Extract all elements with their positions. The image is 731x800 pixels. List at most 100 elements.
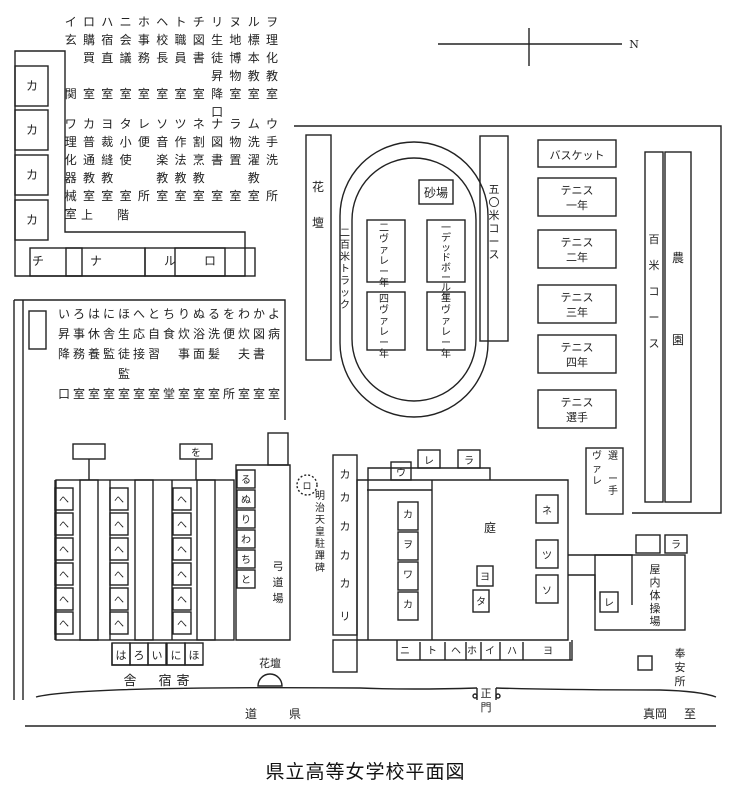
legend-char: ヨ <box>101 117 113 131</box>
label-char: 天 <box>315 515 325 526</box>
legend-char: 買 <box>83 51 95 65</box>
label-char: 米 <box>649 259 660 272</box>
fifty-course-box <box>479 135 509 342</box>
main-top-corridor <box>367 467 491 480</box>
label-char: 安 <box>675 660 686 674</box>
legend-char: ト <box>174 15 186 29</box>
dorm-east-label: ぬ <box>241 494 251 506</box>
main-room-label: ワ <box>403 570 413 581</box>
legend-char: 室 <box>248 86 260 101</box>
dorm-room-box <box>172 537 192 561</box>
dorm-room-box <box>172 611 192 635</box>
dorm-east-room <box>236 489 256 509</box>
dorm-room-label: へ <box>177 495 187 506</box>
farm-label: 農園 <box>672 251 684 347</box>
legend-char: と <box>148 307 160 321</box>
legend-char: 通 <box>83 153 95 167</box>
label-char: ー <box>441 338 451 349</box>
ta-label: タ <box>476 596 486 608</box>
vsel: ー手 <box>608 474 618 497</box>
label-char: 皇 <box>315 525 325 538</box>
label-char: 二 <box>379 223 389 234</box>
dorm-corridor <box>79 479 99 641</box>
legend-char: ロ <box>83 15 95 29</box>
housing-box <box>637 655 653 671</box>
dorm-front-wall <box>111 643 203 666</box>
legend-char: ち <box>163 307 175 321</box>
round-flower-bed <box>257 673 283 687</box>
label-char: 二 <box>340 228 350 239</box>
label-char: ド <box>441 253 451 264</box>
flower-bed-box <box>305 134 332 361</box>
classroom-label: カ <box>26 168 38 182</box>
label-char: ー <box>379 267 389 278</box>
dorm-room-box <box>54 537 74 561</box>
dorm-east-label: ち <box>241 554 251 566</box>
label-char: 体 <box>650 588 661 602</box>
vsel: ァレ <box>592 464 602 487</box>
dorm-room-box <box>109 512 129 536</box>
legend-char: 室 <box>266 86 278 101</box>
legend-char: 洗 <box>208 327 220 341</box>
vsel: ヴ <box>592 449 602 462</box>
legend-char: ソ <box>156 117 168 131</box>
tennis-court-box <box>537 177 617 217</box>
label-char: レ <box>592 476 602 487</box>
legend-char: 洗 <box>266 153 278 167</box>
dorm-room-label: へ <box>177 570 187 581</box>
legend-char: 所 <box>138 189 150 203</box>
room-labels: 上 階Nカカカカチナルロ花壇二百米トラック五〇米コース砂場二ヴァレー年一デッドボ… <box>26 38 696 721</box>
tennis-label: 一年 <box>566 198 588 212</box>
legend-char: を <box>223 307 235 321</box>
tennis-label: テニス <box>561 236 594 249</box>
classroom-box <box>14 199 49 241</box>
label-char: ボ <box>441 262 451 274</box>
label-char: 手 <box>608 484 618 497</box>
legend-char: 室 <box>88 386 100 401</box>
main-front-label: ヘ <box>451 646 461 657</box>
dorm-room-box <box>109 611 129 635</box>
legend-char: 室 <box>120 188 132 203</box>
legend-char: 室 <box>248 188 260 203</box>
legend-char: 室 <box>156 86 168 101</box>
legend-char: 堂 <box>163 387 175 401</box>
label-char: 一 <box>441 223 451 234</box>
dorm-room-box <box>54 587 74 611</box>
legend-char: ヘ <box>156 15 168 29</box>
legend-char: は <box>88 307 100 321</box>
sandpit-label: 砂場 <box>424 186 448 200</box>
dorm-east-room <box>236 469 256 489</box>
legend-char: カ <box>83 117 95 131</box>
label-char: 選 <box>608 449 618 462</box>
dorm-east-label: と <box>241 574 251 586</box>
legend-char: 図 <box>253 327 265 341</box>
legend-char: 生 <box>211 33 223 47</box>
road-edge-left <box>35 686 478 698</box>
road-label: 道 <box>245 707 257 721</box>
legend-char: 化 <box>65 153 77 167</box>
label-char: ク <box>340 299 350 311</box>
dorm-name-char: 寄 <box>176 673 189 689</box>
legend-entry: よ病室 <box>268 307 280 401</box>
dorm-room-label: へ <box>59 619 69 630</box>
dorm-room-label: へ <box>114 520 124 531</box>
legend-char: 書 <box>253 347 265 361</box>
legend-char: 養 <box>88 346 100 361</box>
building-outlines <box>13 28 722 727</box>
classroom-label: カ <box>26 123 38 137</box>
ka-column-label: カ <box>340 549 351 562</box>
label-char: 百 <box>649 233 660 246</box>
dorm-room-box <box>172 587 192 611</box>
legend-char: 理 <box>65 135 77 149</box>
legend-char: イ <box>65 15 77 29</box>
